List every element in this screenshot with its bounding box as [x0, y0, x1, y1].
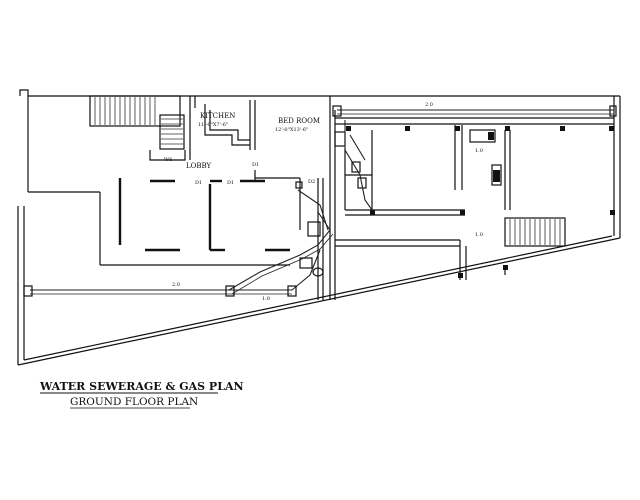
kitchen-size: 11'-6"X7'-6": [198, 122, 228, 128]
fixtures: [295, 129, 502, 277]
bed-room-label: BED ROOM: [278, 117, 320, 125]
door-tag-d1: D1: [227, 180, 234, 186]
columns: [346, 126, 615, 278]
kitchen-walls: [189, 96, 256, 160]
door-tag-d1: D1: [252, 162, 259, 168]
ws-label: WS: [164, 157, 173, 163]
drawing-title: WATER SEWERAGE & GAS PLAN: [39, 380, 244, 393]
door-tag-d2: D2: [308, 179, 315, 185]
kitchen-label: KITCHEN: [200, 112, 235, 120]
bed-room-size: 12'-0"X13'-6": [275, 127, 308, 133]
pipe-note: 2.0: [172, 282, 180, 288]
inner-walls: [28, 96, 336, 300]
pipe-lines: [30, 109, 614, 295]
pipe-note: 1.0: [475, 232, 483, 238]
lobby-label: LOBBY: [186, 162, 212, 170]
right-walls: [335, 117, 614, 280]
pipe-note: 1.0: [262, 296, 270, 302]
pipe-note: 1.0: [475, 148, 483, 154]
drawing-subtitle: GROUND FLOOR PLAN: [70, 396, 198, 408]
door-tag-d1: D1: [195, 180, 202, 186]
junction-boxes: [23, 105, 617, 297]
staircase-top: [89, 95, 186, 161]
staircase-right: [504, 217, 566, 247]
pipe-note: 2.0: [425, 102, 433, 108]
